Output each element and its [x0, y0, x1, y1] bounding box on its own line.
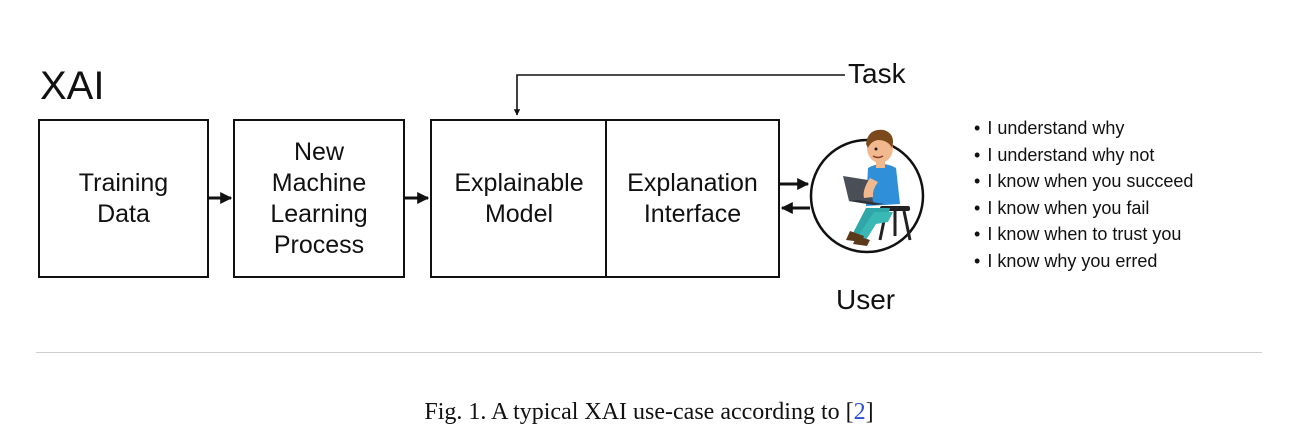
task-label: Task — [848, 58, 906, 89]
diagram-title: XAI — [40, 64, 105, 108]
learning-process-label: New Machine Learning Process — [270, 137, 368, 259]
statement-item: I understand why — [974, 115, 1193, 142]
figure-caption: Fig. 1. A typical XAI use-case according… — [0, 398, 1298, 426]
citation-link[interactable]: 2 — [853, 399, 866, 425]
training-data-label: Training Data — [78, 168, 169, 228]
statement-item: I understand why not — [974, 142, 1193, 169]
person-with-laptop-icon — [843, 129, 912, 246]
user-statements-list: I understand why I understand why not I … — [974, 115, 1193, 274]
statement-item: I know when you fail — [974, 195, 1193, 222]
caption-text: Fig. 1. A typical XAI use-case according… — [424, 399, 846, 425]
training-data-box: Training Data — [38, 119, 209, 278]
learning-process-box: New Machine Learning Process — [233, 119, 405, 278]
explainable-model-box: Explainable Model — [430, 119, 608, 278]
statement-item: I know when you succeed — [974, 168, 1193, 195]
explainable-model-label: Explainable Model — [454, 168, 584, 228]
statement-item: I know when to trust you — [974, 221, 1193, 248]
explanation-interface-label: Explanation Interface — [627, 168, 758, 228]
user-label: User — [836, 284, 896, 315]
explanation-interface-box: Explanation Interface — [605, 119, 780, 278]
caption-ref-open: [ — [845, 399, 854, 425]
caption-ref-close: ] — [865, 399, 874, 425]
statement-item: I know why you erred — [974, 248, 1193, 275]
task-feedback-arrow — [513, 74, 845, 116]
divider-line — [36, 352, 1262, 353]
